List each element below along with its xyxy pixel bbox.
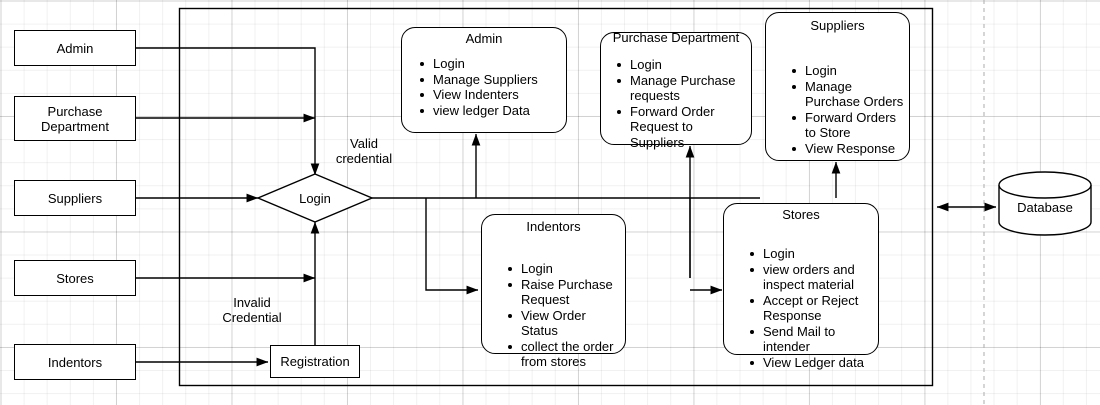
edge-label-invalid-credential: Invalid Credential <box>222 295 282 325</box>
list-item: Login <box>615 57 747 73</box>
actor-box-stores[interactable]: Stores <box>14 260 136 296</box>
list-item: Login <box>790 63 905 79</box>
list-item: view orders and inspect material <box>748 262 876 293</box>
list-item: View Ledger data <box>748 355 876 371</box>
database-shape <box>998 171 1092 236</box>
role-card-admin[interactable]: Admin Login Manage Suppliers View Indent… <box>401 27 567 133</box>
list-item: Forward Orders to Store <box>790 110 905 141</box>
list-item: view ledger Data <box>418 103 560 119</box>
list-item: Login <box>748 246 876 262</box>
actor-box-purchase-department[interactable]: Purchase Department <box>14 96 136 141</box>
list-item: Manage Purchase requests <box>615 73 747 104</box>
actor-box-admin[interactable]: Admin <box>14 30 136 66</box>
actor-label-suppliers: Suppliers <box>47 190 103 206</box>
actor-box-suppliers[interactable]: Suppliers <box>14 180 136 216</box>
role-card-stores[interactable]: Stores Login view orders and inspect mat… <box>723 203 879 370</box>
role-card-purchase-department[interactable]: Purchase Department Login Manage Purchas… <box>600 30 752 150</box>
role-card-indentors-list: Login Raise Purchase Request View Order … <box>506 261 621 370</box>
edge-admin-to-login <box>136 47 320 176</box>
login-decision-shape <box>256 173 374 223</box>
system-boundary <box>178 7 934 387</box>
list-item: Login <box>418 56 560 72</box>
list-item: View Indenters <box>418 87 560 103</box>
actor-label-purchase-line2: Department <box>41 118 109 134</box>
list-item: Manage Suppliers <box>418 72 560 88</box>
login-decision-label[interactable]: Login <box>299 191 331 206</box>
registration-box[interactable]: Registration <box>270 345 360 378</box>
list-item: Send Mail to intender <box>748 324 876 355</box>
registration-label: Registration <box>280 354 350 369</box>
list-item: Raise Purchase Request <box>506 277 621 308</box>
role-card-suppliers-title: Suppliers <box>810 18 865 33</box>
actor-label-indentors: Indentors <box>47 354 103 370</box>
role-card-admin-list: Login Manage Suppliers View Indenters vi… <box>418 56 560 118</box>
role-card-purchase-list: Login Manage Purchase requests Forward O… <box>615 57 747 150</box>
list-item: Forward Order Request to Suppliers <box>615 104 747 151</box>
list-item: Accept or Reject Response <box>748 293 876 324</box>
list-item: View Order Status <box>506 308 621 339</box>
role-card-stores-title: Stores <box>782 207 820 222</box>
role-card-indentors-title: Indentors <box>526 219 581 234</box>
actor-box-indentors[interactable]: Indentors <box>14 344 136 380</box>
role-card-suppliers[interactable]: Suppliers Login Manage Purchase Orders F… <box>765 12 910 161</box>
list-item: View Response <box>790 141 905 157</box>
edge-label-valid-credential: Valid credential <box>335 136 393 166</box>
actor-label-admin: Admin <box>56 40 94 56</box>
list-item: Manage Purchase Orders <box>790 79 905 110</box>
list-item: Login <box>506 261 621 277</box>
role-card-purchase-title: Purchase Department <box>612 30 740 45</box>
role-card-stores-list: Login view orders and inspect material A… <box>748 246 876 370</box>
database-label: Database <box>1017 200 1073 215</box>
actor-label-stores: Stores <box>56 270 94 286</box>
role-card-admin-title: Admin <box>465 31 503 46</box>
list-item: collect the order from stores <box>506 339 621 370</box>
edge-bus-lower-rail <box>425 198 479 295</box>
role-card-indentors[interactable]: Indentors Login Raise Purchase Request V… <box>481 214 626 369</box>
role-card-suppliers-list: Login Manage Purchase Orders Forward Ord… <box>790 63 905 156</box>
actor-label-purchase-line1: Purchase <box>47 103 103 119</box>
